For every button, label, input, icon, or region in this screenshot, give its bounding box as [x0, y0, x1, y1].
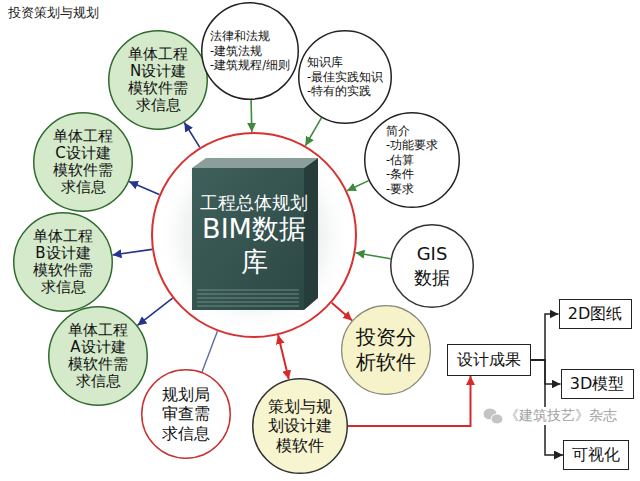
server-bay — [197, 298, 299, 299]
text-group: 工程总体规划BIM数据库 — [195, 192, 313, 278]
text-group: 单体工程N设计建模软件需求信息 — [127, 46, 189, 115]
circle-node: 投资分析软件 — [341, 305, 431, 395]
connector-arrow — [278, 335, 289, 379]
text-group: GIS数据 — [410, 242, 454, 291]
circle-node: 规划局审查需求信息 — [141, 369, 231, 459]
text-group: 设计成果 — [457, 350, 521, 369]
node-text: 规划局审查需求信息 — [161, 385, 211, 443]
diagram-title: 投资策划与规划 — [8, 4, 99, 22]
text-group: 知识库-最佳实践知识-特有的实践 — [307, 55, 383, 98]
node-text: 单体工程C设计建模软件需求信息 — [52, 128, 114, 197]
server-bay — [197, 302, 299, 303]
circle-shape — [365, 113, 460, 208]
circle-node: GIS数据 — [390, 224, 474, 308]
node-text: -特有的实践 — [307, 84, 383, 98]
server-bay — [197, 306, 299, 307]
connector-arrow — [332, 303, 352, 321]
watermark-label: 《建筑技艺》杂志 — [503, 407, 619, 425]
text-group: 法律和法规-建筑法规-建筑规程/细则 — [210, 29, 290, 72]
circle-shape — [14, 213, 113, 312]
process-box: 3D模型 — [561, 369, 634, 399]
text-group: 可视化 — [572, 445, 620, 464]
connector-arrow — [531, 314, 559, 360]
circle-node: 单体工程A设计建模软件需求信息 — [48, 306, 148, 406]
connector-arrow — [305, 118, 321, 146]
connector-arrow — [347, 181, 369, 191]
node-text: 单体工程N设计建模软件需求信息 — [127, 46, 189, 115]
text-group: 策划与规划设计建模软件 — [267, 397, 333, 455]
server-halo — [156, 138, 352, 334]
node-text: -条件 — [386, 167, 438, 181]
circle-node: 策划与规划设计建模软件 — [252, 378, 348, 474]
text-group: 3D模型 — [570, 374, 625, 393]
node-text: 设计成果 — [457, 350, 521, 369]
circle-node: 工程总体规划BIM数据库 — [151, 132, 357, 338]
circle-shape — [142, 370, 231, 459]
connector-arrow — [184, 123, 200, 148]
process-box: 设计成果 — [447, 344, 531, 376]
node-text: -要求 — [386, 182, 438, 196]
connector-arrow — [356, 253, 391, 259]
connector-arrow — [138, 298, 173, 325]
server-bays — [197, 290, 299, 306]
node-text: -建筑法规 — [210, 44, 290, 58]
node-text: BIM数据库 — [195, 213, 313, 278]
connector-arrow — [250, 100, 252, 132]
text-group: 规划局审查需求信息 — [161, 385, 211, 443]
circle-shape — [299, 31, 392, 124]
node-text: GIS数据 — [410, 242, 454, 291]
circle-shape — [49, 307, 148, 406]
node-text: 单体工程A设计建模软件需求信息 — [67, 322, 129, 391]
node-text: 策划与规划设计建模软件 — [267, 397, 333, 455]
circle-shape — [253, 379, 348, 474]
text-group: 简介-功能要求-估算-条件-要求 — [386, 124, 438, 196]
node-text: 工程总体规划 — [195, 192, 313, 214]
circle-outline — [390, 224, 474, 308]
node-text: 3D模型 — [570, 374, 625, 393]
text-group: 投资分析软件 — [355, 325, 417, 375]
text-group: 单体工程A设计建模软件需求信息 — [67, 322, 129, 391]
connector-arrow — [113, 249, 153, 255]
process-box: 2D图纸 — [559, 299, 632, 329]
wechat-bubble — [491, 414, 503, 424]
text-group: 2D图纸 — [568, 304, 623, 323]
circle-node: 法律和法规-建筑法规-建筑规程/细则 — [201, 2, 299, 100]
connector-arrow — [129, 182, 159, 195]
node-text: 知识库 — [307, 55, 383, 69]
connector-arrow — [202, 331, 217, 372]
server-side — [304, 158, 318, 310]
text-group: 单体工程B设计建模软件需求信息 — [32, 228, 94, 297]
node-text: 单体工程B设计建模软件需求信息 — [32, 228, 94, 297]
circle-node: 简介-功能要求-估算-条件-要求 — [364, 112, 460, 208]
node-text: 可视化 — [572, 445, 620, 464]
circle-node: 单体工程C设计建模软件需求信息 — [33, 112, 133, 212]
server-bay — [197, 294, 299, 295]
text-group: 单体工程C设计建模软件需求信息 — [52, 128, 114, 197]
circle-shape — [202, 3, 299, 100]
circle-node: 单体工程N设计建模软件需求信息 — [108, 30, 208, 130]
node-text: -建筑规程/细则 — [210, 58, 290, 72]
circle-shape — [391, 225, 474, 308]
server-bay — [197, 290, 299, 291]
circle-shape — [109, 31, 208, 130]
circle-shape — [34, 113, 133, 212]
node-text: 2D图纸 — [568, 304, 623, 323]
process-box: 可视化 — [563, 440, 629, 470]
circle-node: 单体工程B设计建模软件需求信息 — [13, 212, 113, 312]
circle-shape — [152, 133, 356, 337]
wechat-icon — [483, 408, 503, 424]
server-top — [192, 158, 318, 168]
circle-shape — [342, 306, 431, 395]
node-text: -估算 — [386, 153, 438, 167]
node-text: 法律和法规 — [210, 29, 290, 43]
node-text: 投资分析软件 — [355, 325, 417, 375]
node-text: -最佳实践知识 — [307, 70, 383, 84]
circle-node: 知识库-最佳实践知识-特有的实践 — [298, 30, 392, 124]
node-text: -功能要求 — [386, 138, 438, 152]
node-text: 简介 — [386, 124, 438, 138]
